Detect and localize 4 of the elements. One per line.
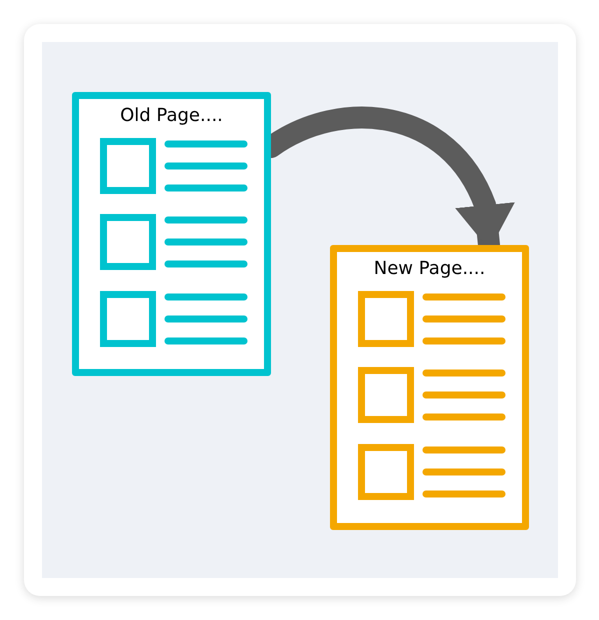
- page-title: New Page....: [372, 260, 486, 278]
- page-document: [330, 245, 529, 530]
- page-title: Old Page....: [119, 107, 224, 125]
- page-document: [72, 92, 271, 376]
